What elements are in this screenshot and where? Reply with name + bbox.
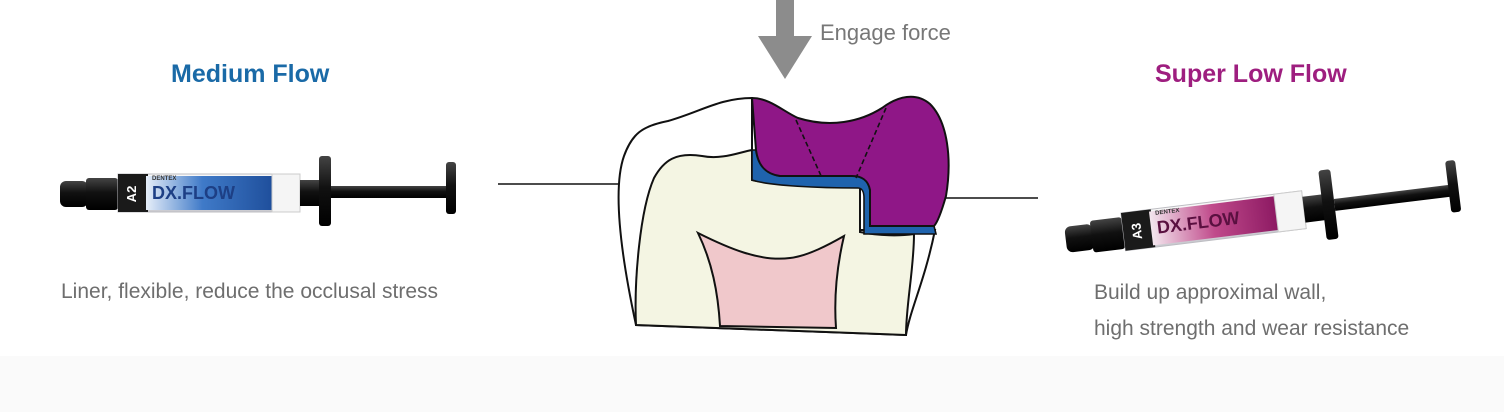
tooth-cross-section (619, 97, 949, 335)
medium-flow-syringe-image: A2 DX.FLOW DENTEX (60, 156, 456, 226)
down-arrow-icon (758, 0, 812, 79)
medium-flow-shade-label: A2 (124, 186, 139, 203)
super-low-flow-shade-label: A3 (1128, 222, 1145, 240)
super-low-flow-syringe-image: A3 DX.FLOW DENTEX (1061, 154, 1463, 272)
medium-flow-brand-label: DX.FLOW (152, 183, 235, 203)
medium-flow-maker-label: DENTEX (152, 176, 176, 182)
